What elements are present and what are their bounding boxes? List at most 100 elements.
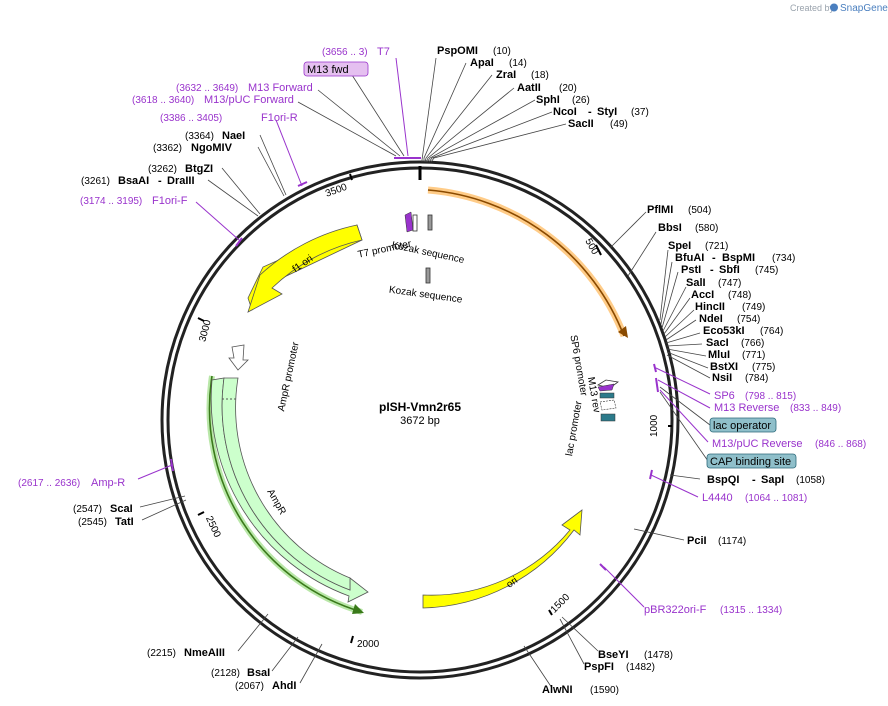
enzyme-bstxi-pos: (775) bbox=[752, 362, 775, 373]
enzyme-acci: AccI bbox=[691, 289, 714, 301]
primer-sp6-name: SP6 bbox=[714, 390, 735, 402]
tick-mark-3000 bbox=[197, 317, 205, 322]
primer-sp6-range: (798 .. 815) bbox=[745, 391, 796, 402]
enzyme-bsai-pos: (2128) bbox=[211, 668, 240, 679]
enzyme-pcii: PciI bbox=[687, 535, 707, 547]
enzyme-pspomi-pos: (10) bbox=[493, 46, 511, 57]
primer-m13-fwd-label: M13 fwd bbox=[307, 64, 349, 76]
enzyme-spei: SpeI bbox=[668, 240, 691, 252]
enzyme-bspmi: BspMI bbox=[722, 252, 755, 264]
enzyme-apai-pos: (14) bbox=[509, 58, 527, 69]
lac-operator-mark bbox=[599, 392, 615, 399]
primer-mark-f1ori-f bbox=[235, 237, 243, 247]
enzyme-spei-pos: (721) bbox=[705, 241, 728, 252]
primer-l4440-name: L4440 bbox=[702, 492, 733, 504]
feature-ampr-promoter: AmpR promoter bbox=[276, 340, 302, 412]
enzyme-bstxi: BstXI bbox=[710, 361, 738, 373]
enzyme-bseyi: BseYI bbox=[598, 649, 629, 661]
enzyme-alwni-pos: (1590) bbox=[590, 685, 619, 696]
ampr-promoter-arrow bbox=[228, 344, 249, 371]
enzyme-draiii: DraIII bbox=[167, 175, 195, 187]
enzyme-sacii: SacII bbox=[568, 118, 594, 130]
primer-t7-name: T7 bbox=[377, 46, 390, 58]
primer-m13puc-forward-name: M13/pUC Forward bbox=[204, 94, 294, 106]
feature-kozak-sequence-2: Kozak sequence bbox=[388, 285, 463, 306]
primer-m13-forward-name: M13 Forward bbox=[248, 82, 313, 94]
primer-m13-reverse-range: (833 .. 849) bbox=[790, 403, 841, 414]
enzyme-psti-dash: - bbox=[710, 264, 714, 276]
ampr-gene-line bbox=[208, 375, 363, 613]
enzyme-nmeaiii-pos: (2215) bbox=[147, 648, 176, 659]
enzyme-styi: StyI bbox=[597, 106, 617, 118]
primer-f1ori-r-name: F1ori-R bbox=[261, 112, 298, 124]
enzyme-bsai: BsaI bbox=[247, 667, 270, 679]
plasmid-name: pISH-Vmn2r65 bbox=[379, 400, 461, 414]
enzyme-sacii-pos: (49) bbox=[610, 119, 628, 130]
enzyme-ngomiv-pos: (3362) bbox=[153, 143, 182, 154]
tick-label-3000: 3000 bbox=[197, 318, 213, 343]
enzyme-ahdi: AhdI bbox=[272, 680, 296, 692]
enzyme-naei-pos: (3364) bbox=[185, 131, 214, 142]
primer-m13puc-reverse-name: M13/pUC Reverse bbox=[712, 438, 802, 450]
enzyme-zrai: ZraI bbox=[496, 69, 516, 81]
enzyme-apai: ApaI bbox=[470, 57, 494, 69]
lac-operator-box bbox=[709, 417, 777, 433]
enzyme-hincii: HincII bbox=[695, 301, 725, 313]
primer-f1ori-r-range: (3386 .. 3405) bbox=[160, 113, 222, 124]
plasmid-size: 3672 bp bbox=[400, 415, 440, 427]
enzyme-acci-pos: (748) bbox=[728, 290, 751, 301]
primer-m13-fwd-box bbox=[303, 61, 369, 77]
enzyme-sbfi: SbfI bbox=[719, 264, 740, 276]
enzyme-ncoi-dash: - bbox=[588, 106, 592, 118]
t7-terminator-mark bbox=[412, 214, 418, 232]
enzyme-ncoi: NcoI bbox=[553, 106, 577, 118]
enzyme-pflmi-pos: (504) bbox=[688, 205, 711, 216]
enzyme-bspqi: BspQI bbox=[707, 474, 739, 486]
enzyme-sphi-pos: (26) bbox=[572, 95, 590, 106]
primer-mark-m13-rev bbox=[655, 377, 659, 393]
backbone-outer-strand bbox=[160, 160, 680, 680]
enzyme-bfuai: BfuAI bbox=[675, 252, 704, 264]
enzyme-pcii-pos: (1174) bbox=[718, 536, 746, 547]
enzyme-pspfi-pos: (1482) bbox=[626, 662, 655, 673]
enzyme-mlui: MluI bbox=[708, 349, 730, 361]
enzyme-saci-pos: (766) bbox=[741, 338, 764, 349]
enzyme-bbsi-pos: (580) bbox=[695, 223, 718, 234]
enzyme-ncoi-pos: (37) bbox=[631, 107, 649, 118]
enzyme-scai: ScaI bbox=[110, 503, 133, 515]
tick-label-2500: 2500 bbox=[203, 515, 223, 540]
enzyme-bbsi: BbsI bbox=[658, 222, 682, 234]
enzyme-nmeaiii: NmeAIII bbox=[184, 647, 225, 659]
primer-m13puc-forward-range: (3618 .. 3640) bbox=[132, 95, 194, 106]
cap-binding-site-mark bbox=[600, 413, 616, 422]
enzyme-ndei: NdeI bbox=[699, 313, 723, 325]
tick-mark-2500 bbox=[197, 511, 205, 516]
insert-arc bbox=[427, 189, 625, 337]
tick-label-2000: 2000 bbox=[357, 639, 380, 650]
kozak-sequence-mark-2 bbox=[425, 267, 431, 284]
primer-m13-reverse-name: M13 Reverse bbox=[714, 402, 779, 414]
primer-leader-lines bbox=[137, 57, 711, 608]
primer-mark-sp6 bbox=[653, 363, 657, 373]
insert-arrowhead bbox=[618, 326, 628, 338]
enzyme-pflmi: PflMI bbox=[647, 204, 673, 216]
enzyme-bfuai-dash: - bbox=[712, 252, 716, 264]
enzyme-aatii-pos: (20) bbox=[559, 83, 577, 94]
enzyme-tati-pos: (2545) bbox=[78, 517, 107, 528]
enzyme-mlui-pos: (771) bbox=[742, 350, 765, 361]
primer-m13-forward-range: (3632 .. 3649) bbox=[176, 83, 238, 94]
f1-ori-body bbox=[247, 224, 363, 313]
lac-operator-label: lac operator bbox=[713, 420, 771, 432]
enzyme-sapi: SapI bbox=[761, 474, 784, 486]
enzyme-zrai-pos: (18) bbox=[531, 70, 549, 81]
enzyme-pspfi: PspFI bbox=[584, 661, 614, 673]
tick-mark-1500 bbox=[548, 609, 553, 616]
enzyme-ndei-pos: (754) bbox=[737, 314, 760, 325]
enzyme-bsaai-dash: - bbox=[158, 175, 162, 187]
enzyme-bspqi-dash: - bbox=[752, 474, 756, 486]
tick-mark-500 bbox=[595, 244, 602, 256]
primer-l4440-range: (1064 .. 1081) bbox=[745, 493, 807, 504]
cap-binding-site-label: CAP binding site bbox=[710, 456, 791, 468]
